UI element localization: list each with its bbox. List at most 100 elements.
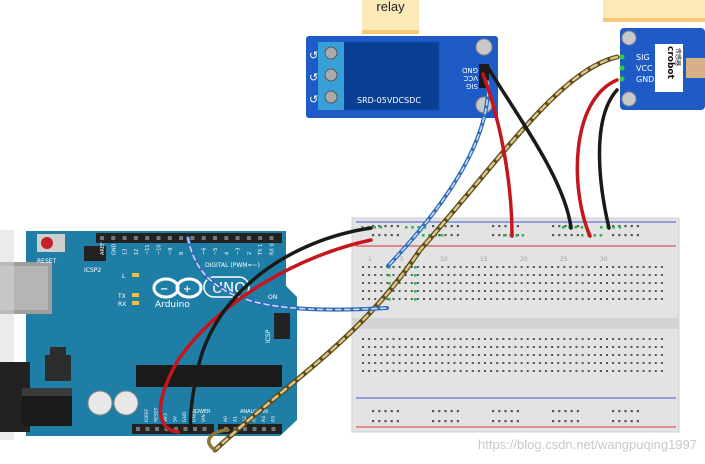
breadboard-hole [404,290,407,292]
breadboard-hole [490,282,493,284]
breadboard-hole [514,274,517,276]
breadboard-hole [569,290,572,292]
breadboard-hole [520,354,523,356]
breadboard-hole [484,290,486,292]
breadboard-hole [612,290,615,292]
breadboard-hole [465,290,468,292]
breadboard-hole [654,346,657,348]
breadboard-hole [465,370,468,372]
breadboard-hole [398,282,401,284]
breadboard-hole [569,266,572,268]
svg-text:↺: ↺ [309,49,318,62]
breadboard-hole [447,370,450,372]
breadboard-hole [532,282,535,284]
breadboard-hole [502,266,505,268]
breadboard-hole [526,298,529,300]
breadboard-hole [636,225,639,228]
breadboard-hole [654,282,657,284]
breadboard-hole [648,290,651,292]
breadboard-hole [545,354,547,356]
breadboard-hole [636,338,639,340]
breadboard-hole [648,346,651,348]
power-pin-label: IOREF [144,408,150,422]
wire-arduino-gnd [188,226,373,434]
breadboard-hole [660,298,663,300]
breadboard-hole [447,362,450,364]
breadboard-hole [423,346,425,348]
breadboard-hole [384,225,387,228]
relay-model: SRD-05VDCSDC [357,96,421,105]
connected-hole [361,226,364,229]
breadboard-hole [447,290,450,292]
breadboard-hole [557,290,560,292]
breadboard-hole [538,274,541,276]
arduino-logo [152,277,203,299]
power-pin-label: RESET [154,407,160,422]
breadboard-hole [453,274,456,276]
breadboard-hole [581,290,584,292]
breadboard-hole [551,346,554,348]
digital-pin-label: AREF [100,242,106,255]
col-label: 30 [600,256,608,263]
breadboard-hole [660,338,663,340]
breadboard-hole [624,354,627,356]
breadboard-hole [392,266,395,268]
breadboard-hole [612,274,615,276]
breadboard-hole [660,346,663,348]
breadboard-hole [569,298,572,300]
breadboard-hole [392,274,395,276]
breadboard-hole [444,234,447,237]
breadboard-hole [459,298,462,300]
breadboard-hole [441,370,444,372]
breadboard-hole [471,266,474,268]
breadboard-hole [630,298,633,300]
power-pin [202,427,207,431]
breadboard-hole [490,370,493,372]
breadboard-hole [453,362,456,364]
breadboard-hole [612,234,615,237]
breadboard-hole [508,354,511,356]
breadboard-hole [380,362,383,364]
breadboard-hole [432,410,435,413]
breadboard-hole [471,370,474,372]
breadboard-hole [435,282,438,284]
breadboard-hole [557,354,560,356]
breadboard-hole [557,274,560,276]
connected-hole [581,234,584,237]
digital-pin [122,236,127,240]
sensor-module: crobot 传感器 SIG VCC GND [619,28,705,110]
connected-hole [417,226,420,229]
breadboard-hole [564,420,567,423]
analog-header [218,424,282,434]
breadboard-hole [618,410,621,413]
tx-label: TX [117,293,126,300]
breadboard-hole [368,362,371,364]
breadboard-hole [630,225,633,228]
breadboard-hole [429,282,432,284]
breadboard-hole [618,290,621,292]
breadboard-hole [636,354,639,356]
breadboard-hole [599,370,602,372]
breadboard-hole [508,290,511,292]
breadboard-hole [520,362,523,364]
breadboard-hole [453,282,456,284]
power-pin [136,427,140,431]
breadboard-hole [416,290,419,292]
breadboard-hole [606,266,608,268]
breadboard-hole [374,354,377,356]
breadboard-hole [532,346,535,348]
breadboard-hole [564,225,567,228]
breadboard-hole [587,354,590,356]
breadboard-hole [618,362,621,364]
breadboard-hole [498,225,501,228]
breadboard-hole [557,370,560,372]
breadboard-hole [551,354,554,356]
breadboard-hole [557,298,560,300]
breadboard-hole [636,410,639,413]
analog-pin-label: A5 [271,416,277,422]
breadboard-hole [654,290,657,292]
breadboard-hole [508,362,511,364]
breadboard-hole [660,282,663,284]
breadboard-hole [492,420,495,423]
breadboard-hole [618,234,621,237]
